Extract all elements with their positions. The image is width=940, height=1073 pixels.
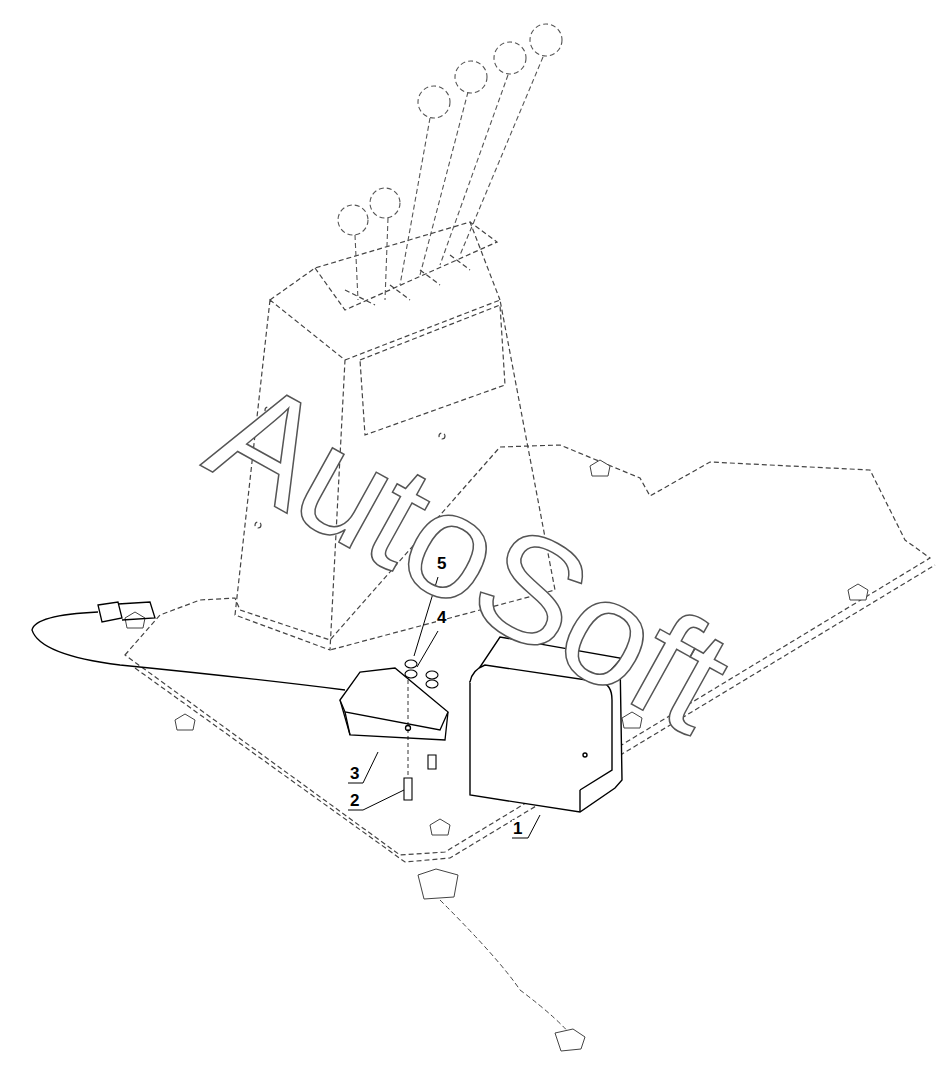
harness-connector — [555, 1029, 585, 1051]
switch-cable — [32, 602, 345, 690]
lower-harness — [440, 900, 575, 1040]
callout-number: 2 — [349, 792, 360, 809]
fasteners — [404, 660, 438, 800]
callout-number: 3 — [349, 765, 360, 782]
assembly-axis — [408, 680, 409, 775]
callout-number: 1 — [512, 820, 523, 837]
switch-housing — [340, 668, 448, 740]
control-levers — [338, 24, 562, 300]
